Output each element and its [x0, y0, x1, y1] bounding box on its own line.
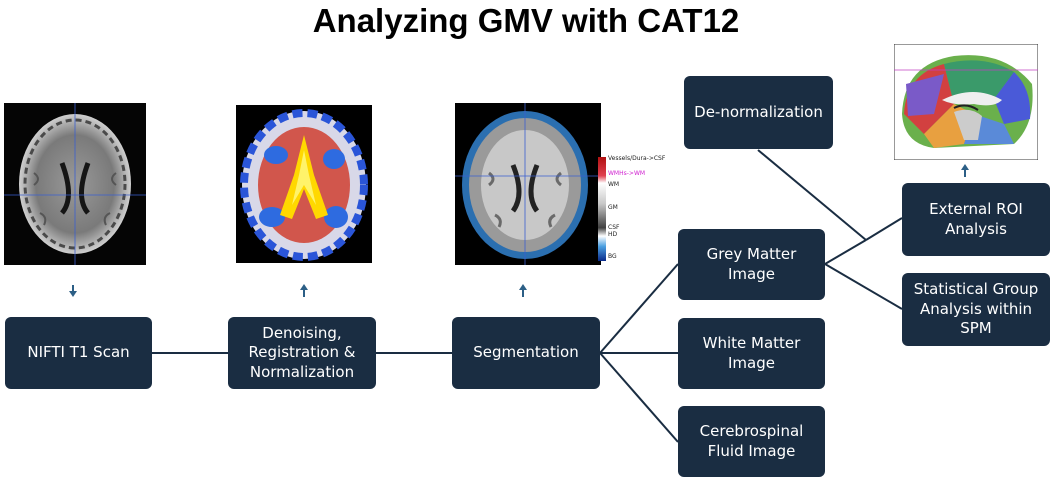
colorbar-label-csf: CSF — [608, 224, 620, 231]
white-matter-image-box: White Matter Image — [678, 318, 825, 389]
colorbar-label-wm: WM — [608, 181, 620, 188]
colorbar-label-bg: BG — [608, 253, 617, 260]
diagram-title: Analyzing GMV with CAT12 — [312, 2, 740, 39]
colorbar-label-hd: HD — [608, 231, 618, 238]
arrow-up-external — [961, 164, 969, 177]
nifti-t1-scan-box: NIFTI T1 Scan — [5, 317, 152, 389]
roi-atlas-image — [894, 44, 1038, 160]
grey-matter-image-box: Grey Matter Image — [678, 229, 825, 300]
line-grey-junction — [824, 239, 867, 265]
colorbar-label-gm: GM — [608, 204, 618, 211]
segmentation-image — [455, 103, 601, 265]
t1-scan-image — [4, 103, 146, 265]
segmentation-colorbar — [598, 157, 606, 261]
denoised-map-image — [236, 105, 372, 263]
de-normalization-box: De-normalization — [684, 76, 833, 149]
line-grey-statistical — [824, 263, 903, 310]
arrow-down-nifti — [69, 285, 77, 297]
arrow-up-segmentation — [519, 284, 527, 297]
external-roi-analysis-box: External ROI Analysis — [902, 183, 1050, 256]
line-denorm-junction — [757, 149, 867, 241]
colorbar-label-vessels: Vessels/Dura->CSF — [608, 155, 666, 162]
line-seg-grey — [599, 263, 679, 354]
line-seg-csf — [599, 352, 679, 443]
statistical-group-analysis-box: Statistical Group Analysis within SPM — [902, 273, 1050, 346]
colorbar-label-wmhs: WMHs->WM — [608, 170, 646, 177]
denoising-registration-normalization-box: Denoising, Registration & Normalization — [228, 317, 376, 389]
cerebrospinal-fluid-image-box: Cerebrospinal Fluid Image — [678, 406, 825, 477]
arrow-up-denoise — [300, 284, 308, 297]
segmentation-box: Segmentation — [452, 317, 600, 389]
line-junction-external — [865, 217, 903, 241]
